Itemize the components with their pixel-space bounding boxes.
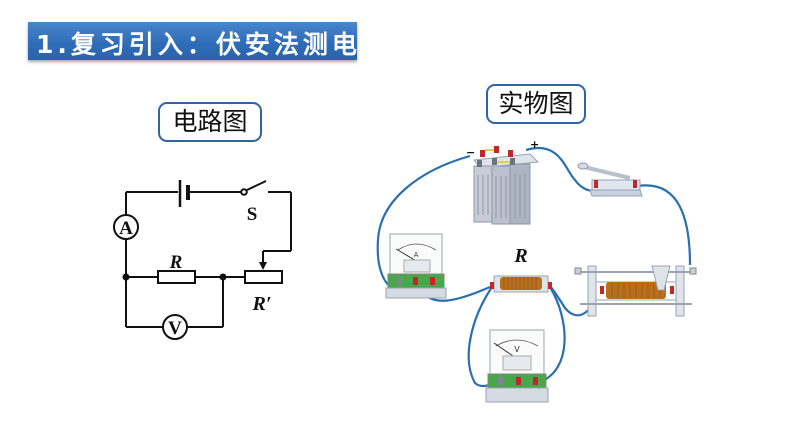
wire	[539, 286, 566, 384]
terminal-gray	[477, 160, 482, 167]
resistor-device-label: R	[513, 245, 527, 267]
ammeter-face-letter: A	[414, 251, 419, 259]
terminal-red	[516, 377, 521, 385]
circuit-diagram-label: 电路图	[158, 102, 262, 142]
terminal-red	[508, 150, 513, 157]
section-title: 1.复习引入：伏安法测电阻	[36, 30, 390, 59]
terminal-gray	[492, 158, 497, 165]
switch-pivot	[240, 188, 248, 196]
wire	[525, 146, 595, 192]
rheostat-device	[574, 265, 697, 317]
resistor-label: R	[169, 252, 183, 273]
rheostat-label: R′	[252, 293, 272, 315]
terminal-red	[670, 286, 674, 294]
switch-blade	[246, 180, 267, 191]
circuit-diagram	[113, 180, 292, 340]
switch-label: S	[247, 204, 258, 225]
slider-arrow-head	[259, 262, 267, 270]
ammeter-device	[385, 233, 447, 299]
terminal-red	[413, 277, 418, 285]
terminal-red	[480, 150, 485, 157]
wire	[376, 154, 471, 292]
physical-diagram-label: 实物图	[486, 84, 586, 124]
terminal-gray	[510, 158, 515, 165]
terminal-red	[633, 180, 637, 188]
section-title-bar: 1.复习引入：伏安法测电阻	[28, 22, 386, 60]
voltmeter-letter: V	[168, 318, 182, 339]
battery-minus-sign: −	[466, 146, 475, 159]
terminal-red	[600, 286, 604, 294]
rheostat-R-prime	[244, 270, 283, 284]
terminal-red	[494, 146, 499, 153]
terminal-red	[533, 377, 538, 385]
terminal-red	[430, 277, 435, 285]
voltmeter-face-letter: V	[514, 345, 520, 354]
ammeter-letter: A	[119, 218, 133, 239]
battery-pack	[473, 146, 540, 225]
voltmeter-device	[485, 329, 549, 403]
knife-switch	[577, 162, 643, 197]
terminal-red	[490, 282, 494, 289]
battery-plus-sign: +	[530, 138, 539, 151]
wire	[637, 184, 692, 266]
terminal-red	[594, 180, 598, 188]
resistor-device	[490, 275, 552, 293]
terminal-red	[548, 282, 552, 289]
